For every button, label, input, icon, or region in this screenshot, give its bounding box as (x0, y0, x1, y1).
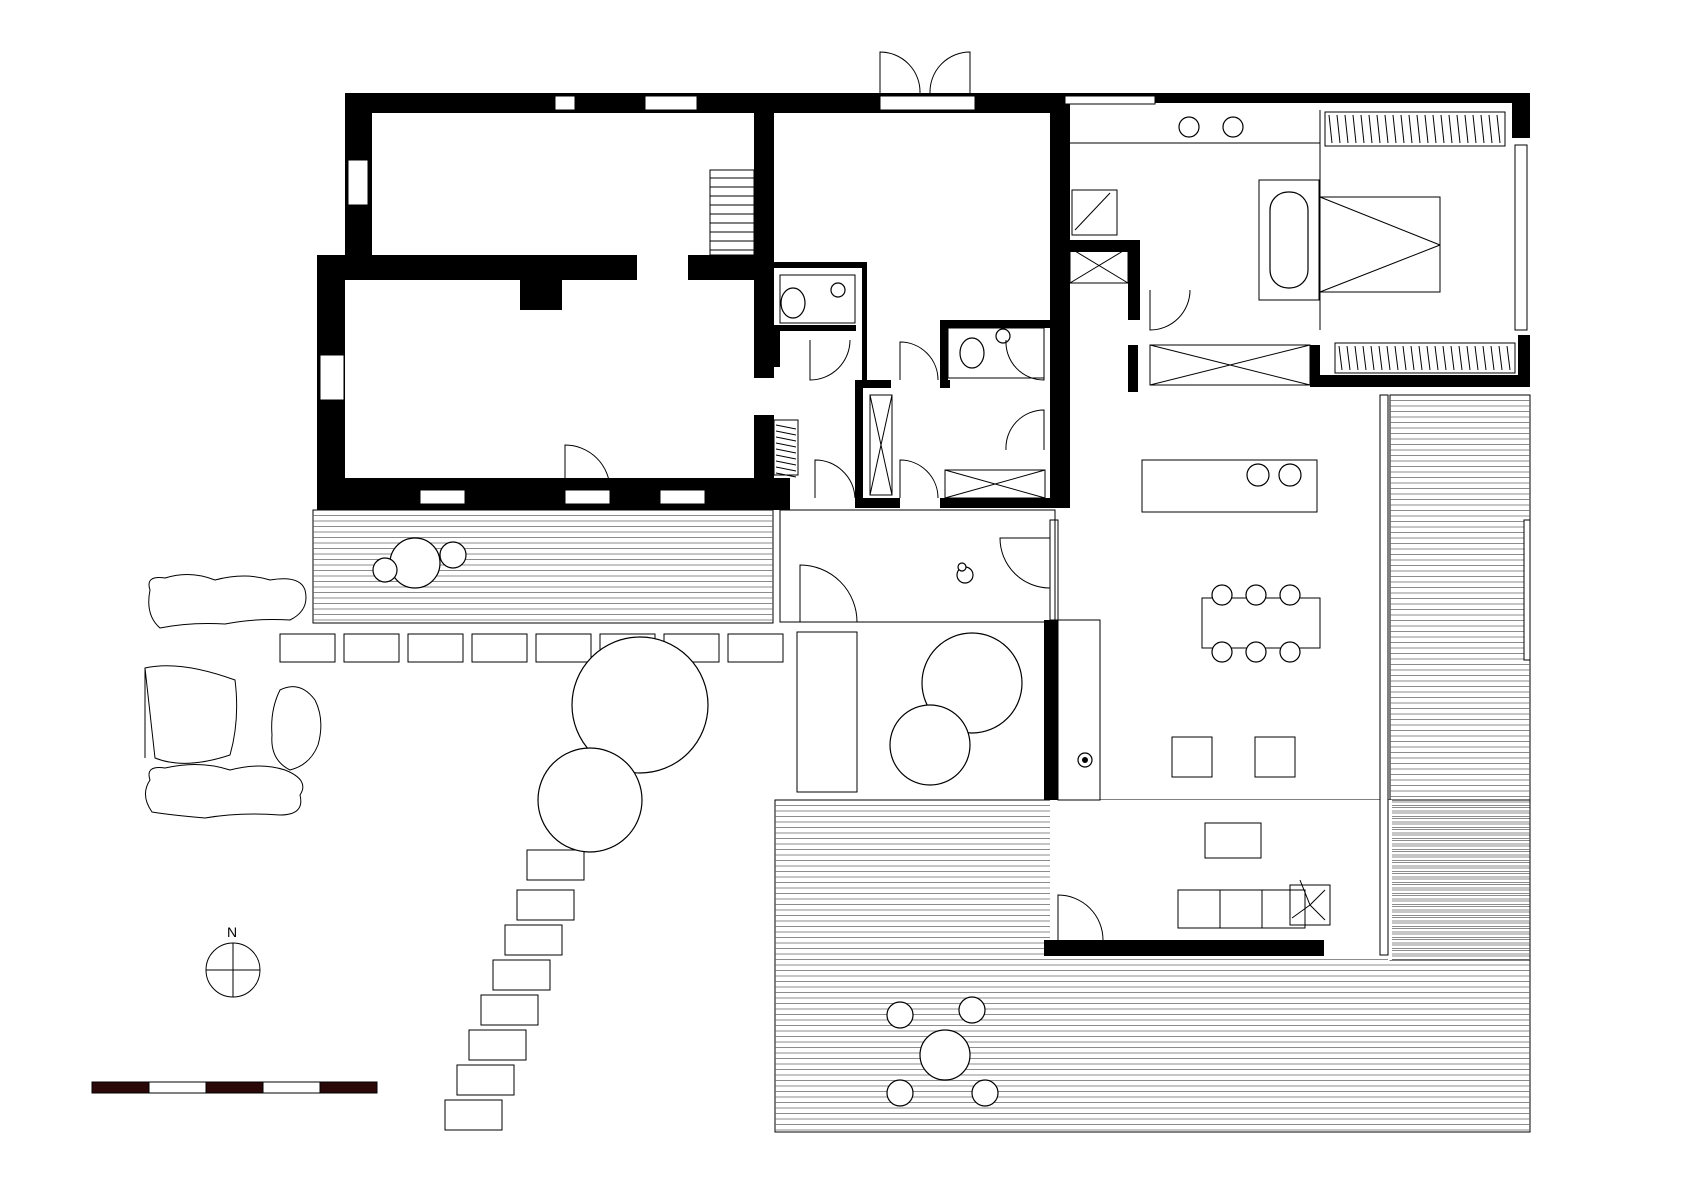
north-label: N (227, 924, 237, 940)
double-door-north (879, 51, 971, 94)
walls (317, 93, 1530, 956)
doors (564, 289, 1191, 941)
outdoor-elements (144, 537, 1023, 1131)
interior-fixtures (709, 110, 1516, 929)
scale-bar (91, 1081, 378, 1094)
windows (319, 95, 1531, 956)
north-arrow: N (205, 924, 261, 998)
deck-terrace-east (1389, 394, 1531, 961)
